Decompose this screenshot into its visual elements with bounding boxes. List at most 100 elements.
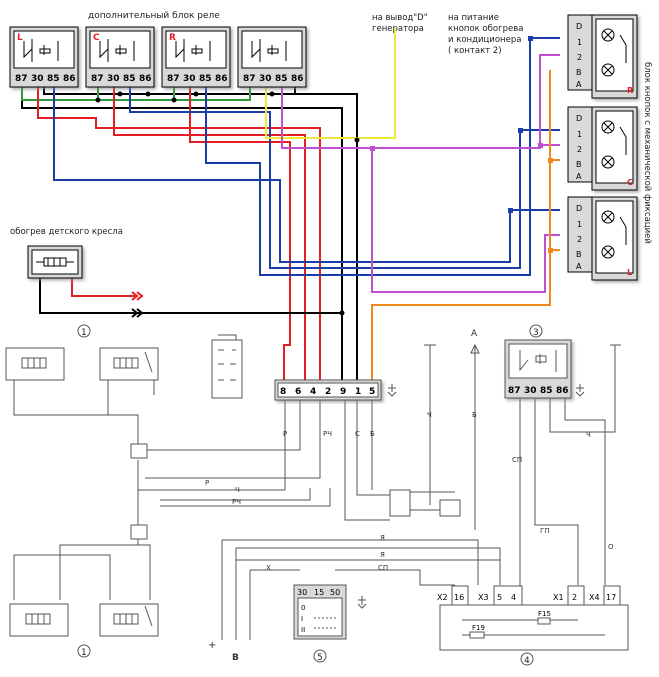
relay-r-pin-30: 30 xyxy=(183,74,196,84)
relay-c-pin-85: 85 xyxy=(123,74,136,84)
connector-pin-2: 2 xyxy=(325,387,331,397)
top-relays: L 87 30 85 86 C 87 30 85 86 R 87 30 85 8… xyxy=(9,26,307,88)
junction-dots xyxy=(95,91,360,316)
relay-4-pin-85: 85 xyxy=(275,74,288,84)
connector-pin-8: 8 xyxy=(280,387,286,397)
wire-label-r: Р xyxy=(283,430,287,438)
ground-symbol-switch xyxy=(357,596,367,609)
button-block-c-pin-1: 1 xyxy=(577,130,582,139)
relay-l-pin-85: 85 xyxy=(47,74,60,84)
button-block-l-pin-1: 1 xyxy=(577,220,582,229)
heater-element-1-bottom-right xyxy=(99,603,159,637)
callouts: 1 1 3 4 5 xyxy=(77,324,543,666)
power-label-1: на питание xyxy=(448,13,499,23)
wire-label-o: О xyxy=(608,543,614,551)
button-block-r-pin-1: 1 xyxy=(577,38,582,47)
button-block-l-letter: L xyxy=(627,268,632,277)
block-4-fuse-f15: F15 xyxy=(538,610,551,618)
block-4-pin-17: 17 xyxy=(606,593,616,602)
wire-label-kh: Х xyxy=(266,564,271,572)
callout-1-top: 1 xyxy=(81,328,87,338)
button-block-l-pin-d: D xyxy=(576,204,582,213)
wire-label-sp-2: СП xyxy=(378,564,388,572)
relay-3-pin-87: 87 xyxy=(508,386,521,396)
relay-r: R 87 30 85 86 xyxy=(161,26,231,88)
switch-5-pos-1: I xyxy=(301,615,303,623)
switch-5-pos-2: II xyxy=(301,626,305,634)
button-block-c-pin-2: 2 xyxy=(577,145,582,154)
switch-5-pos-0: 0 xyxy=(301,604,305,612)
wire-label-rch: РЧ xyxy=(323,430,332,438)
power-label-2: кнопок обогрева xyxy=(448,24,523,34)
connector-main: 8 6 4 2 9 1 5 xyxy=(274,379,382,401)
wire-label-ya-1: Я xyxy=(380,534,385,542)
relay-c-pin-30: 30 xyxy=(107,74,120,84)
relay-r-pin-85: 85 xyxy=(199,74,212,84)
power-label-4: ( контакт 2) xyxy=(448,46,502,56)
relay-3: 87 30 85 86 xyxy=(504,339,572,399)
button-block-vertical-label: блок кнопок с механической фиксацией xyxy=(642,62,652,244)
relay-3-pin-86: 86 xyxy=(556,386,569,396)
splice-blocks xyxy=(130,443,461,540)
extra-relay-block-label: дополнительный блок реле xyxy=(88,11,220,21)
power-label-3: и кондиционера xyxy=(448,35,521,45)
output-d-label-2: генератора xyxy=(372,24,424,34)
callout-4: 4 xyxy=(524,656,530,666)
button-block-c-letter: C xyxy=(627,178,633,187)
relay-l-pin-87: 87 xyxy=(15,74,28,84)
callout-3: 3 xyxy=(533,328,539,338)
switch-5-pin-15: 15 xyxy=(314,588,324,597)
button-block-c: C D 1 2 B A xyxy=(567,106,638,191)
button-block-c-pin-d: D xyxy=(576,114,582,123)
wire-label-a: А xyxy=(471,329,478,339)
button-block-r-letter: R xyxy=(627,86,633,95)
relay-l-pin-86: 86 xyxy=(63,74,76,84)
relay-c-pin-87: 87 xyxy=(91,74,104,84)
button-block-r-pin-d: D xyxy=(576,22,582,31)
wire-label-b: Б xyxy=(370,430,375,438)
relay-4-pin-30: 30 xyxy=(259,74,272,84)
button-block-l: L D 1 2 B A xyxy=(567,196,638,281)
heater-element-1-top-left xyxy=(5,347,65,381)
ground-symbol-main xyxy=(387,384,397,397)
wire-letter-labels: Р РЧ С Б Ч Б А СП Ч Р Ч РЧ ГП О Я Я СП Х… xyxy=(205,329,614,663)
relay-c-pin-86: 86 xyxy=(139,74,152,84)
relay-r-pin-86: 86 xyxy=(215,74,228,84)
ground-symbol-relay3 xyxy=(575,384,585,397)
block-4-pin-2: 2 xyxy=(572,593,577,602)
block-4-pin-5: 5 xyxy=(497,593,502,602)
wire-splice-squares xyxy=(370,36,553,253)
wire-label-ch-1: Ч xyxy=(427,411,432,419)
button-block-l-pin-b: B xyxy=(576,250,582,259)
connector-pin-5: 5 xyxy=(369,387,375,397)
heater-element-1-top-right xyxy=(99,347,159,381)
callout-1-bottom: 1 xyxy=(81,648,87,658)
relay-l-pin-30: 30 xyxy=(31,74,44,84)
wire-label-p2: Р xyxy=(205,479,209,487)
relay-c: C 87 30 85 86 xyxy=(85,26,155,88)
button-block-r-pin-a: A xyxy=(576,80,582,89)
block-4-pin-16: 16 xyxy=(454,593,464,602)
connector-pin-1: 1 xyxy=(355,387,361,397)
relay-l-letter: L xyxy=(17,33,23,43)
button-block-l-pin-2: 2 xyxy=(577,235,582,244)
button-block-c-pin-b: B xyxy=(576,160,582,169)
wire-arrows xyxy=(131,291,144,318)
wire-label-rch-2: РЧ xyxy=(232,498,241,506)
switch-5-pin-50: 50 xyxy=(330,588,340,597)
wire-label-ya-2: Я xyxy=(380,551,385,559)
relay-4-pin-86: 86 xyxy=(291,74,304,84)
block-4-x4: X4 xyxy=(589,593,600,602)
relay-3-pin-30: 30 xyxy=(524,386,537,396)
block-4-x3: X3 xyxy=(478,593,489,602)
switch-5: 30 15 50 0 I II xyxy=(293,584,347,640)
wire-label-s: С xyxy=(355,430,360,438)
connector-pin-4: 4 xyxy=(310,387,316,397)
block-4-fuse-f19: F19 xyxy=(472,624,485,632)
button-block-r-pin-2: 2 xyxy=(577,53,582,62)
relay-3-pin-85: 85 xyxy=(540,386,553,396)
relay-l: L 87 30 85 86 xyxy=(9,26,79,88)
relay-r-pin-87: 87 xyxy=(167,74,180,84)
relay-4: 87 30 85 86 xyxy=(237,26,307,88)
